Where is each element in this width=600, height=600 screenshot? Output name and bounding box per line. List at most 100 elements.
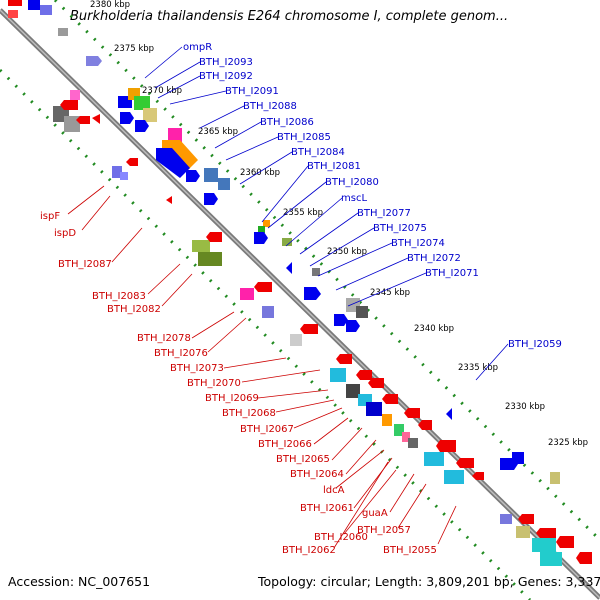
gene-feature <box>576 552 592 564</box>
gene-feature <box>518 514 534 524</box>
gene-feature <box>143 108 157 122</box>
gene-feature <box>418 420 432 430</box>
gene-feature <box>536 528 556 538</box>
gene-feature <box>28 0 40 10</box>
scale-tick-label: 2325 kbp <box>548 438 588 448</box>
gene-label: BTH_I2092 <box>199 71 253 82</box>
gene-feature <box>206 232 222 242</box>
gene-feature <box>112 166 122 178</box>
gene-label: BTH_I2082 <box>107 304 161 315</box>
gene-feature <box>204 168 218 182</box>
gene-feature <box>254 282 272 292</box>
gene-feature <box>512 452 524 464</box>
gene-label: BTH_I2068 <box>222 408 276 419</box>
gene-feature <box>282 238 292 246</box>
gene-label: BTH_I2057 <box>357 525 411 536</box>
gene-label: BTH_I2093 <box>199 57 253 68</box>
gene-feature <box>408 438 418 448</box>
gene-feature <box>550 472 560 484</box>
gene-label: BTH_I2069 <box>205 393 259 404</box>
gene-feature <box>70 90 80 100</box>
gene-label: ispF <box>40 211 60 222</box>
scale-tick-label: 2335 kbp <box>458 363 498 373</box>
gene-feature <box>356 306 368 318</box>
gene-label: BTH_I2067 <box>240 424 294 435</box>
scale-tick-label: 2345 kbp <box>370 288 410 298</box>
gene-feature <box>516 526 530 538</box>
gene-label: BTH_I2075 <box>373 223 427 234</box>
gene-feature <box>424 452 444 466</box>
gene-label: BTH_I2062 <box>282 545 336 556</box>
gene-feature <box>500 514 512 524</box>
gene-feature <box>436 440 456 452</box>
gene-label: mscL <box>341 193 367 204</box>
gene-label: BTH_I2065 <box>276 454 330 465</box>
gene-feature <box>92 114 100 124</box>
gene-feature <box>168 128 182 142</box>
genome-stats-label: Topology: circular; Length: 3,809,201 bp… <box>258 574 600 589</box>
gene-feature <box>472 472 484 480</box>
gene-label: BTH_I2078 <box>137 333 191 344</box>
scale-tick-label: 2330 kbp <box>505 402 545 412</box>
gene-feature <box>120 172 128 180</box>
gene-label: BTH_I2077 <box>357 208 411 219</box>
gene-label: BTH_I2091 <box>225 86 279 97</box>
gene-feature <box>134 96 150 110</box>
gene-feature <box>300 324 318 334</box>
gene-label: BTH_I2059 <box>508 339 562 350</box>
gene-feature <box>192 240 210 252</box>
gene-feature <box>312 268 320 276</box>
gene-label: guaA <box>362 508 388 519</box>
gene-feature <box>58 28 68 36</box>
gene-feature <box>394 424 404 436</box>
gene-feature <box>120 112 134 124</box>
gene-label: BTH_I2088 <box>243 101 297 112</box>
tick-track-reverse <box>0 68 532 600</box>
forward-leader-lines <box>144 46 509 381</box>
gene-feature <box>198 252 222 266</box>
scale-tick-label: 2340 kbp <box>414 324 454 334</box>
tick-track-outer <box>53 0 600 542</box>
gene-feature <box>556 536 574 548</box>
scale-ticks: 2380 kbp 2375 kbp 2370 kbp 2365 kbp 2360… <box>90 0 588 448</box>
gene-feature <box>382 394 398 404</box>
scale-tick-label: 2350 kbp <box>327 247 367 257</box>
gene-label: BTH_I2071 <box>425 268 479 279</box>
gene-feature <box>254 232 268 244</box>
gene-feature <box>290 334 302 346</box>
gene-feature <box>444 470 464 484</box>
gene-feature <box>456 458 474 468</box>
gene-label: BTH_I2061 <box>300 503 354 514</box>
gene-feature <box>382 414 392 426</box>
gene-feature <box>135 120 149 132</box>
scale-tick-label: 2355 kbp <box>283 208 323 218</box>
gene-label: BTH_I2081 <box>307 161 361 172</box>
forward-strand-features <box>28 0 560 484</box>
gene-feature <box>404 408 420 418</box>
gene-feature <box>40 5 52 15</box>
gene-feature <box>402 432 410 442</box>
gene-feature <box>346 320 360 332</box>
scale-tick-label: 2360 kbp <box>240 168 280 178</box>
gene-label: ispD <box>54 228 76 239</box>
scale-tick-label: 2365 kbp <box>198 127 238 137</box>
gene-feature <box>368 378 384 388</box>
gene-feature <box>8 0 22 6</box>
gene-label: BTH_I2080 <box>325 177 379 188</box>
gene-feature <box>60 100 78 110</box>
gene-label: BTH_I2076 <box>154 348 208 359</box>
gene-label: ompR <box>183 42 212 53</box>
gene-feature <box>330 368 346 382</box>
scale-tick-label: 2380 kbp <box>90 0 130 10</box>
gene-label: ldcA <box>323 485 345 496</box>
gene-feature <box>186 170 200 182</box>
gene-feature <box>166 196 172 204</box>
gene-feature <box>366 402 382 416</box>
tick-track-inner-forward <box>0 45 555 600</box>
gene-feature <box>263 220 270 227</box>
scale-tick-label: 2370 kbp <box>142 86 182 96</box>
gene-feature <box>258 226 265 233</box>
reverse-strand-features <box>8 0 592 566</box>
gene-label: BTH_I2066 <box>258 439 312 450</box>
